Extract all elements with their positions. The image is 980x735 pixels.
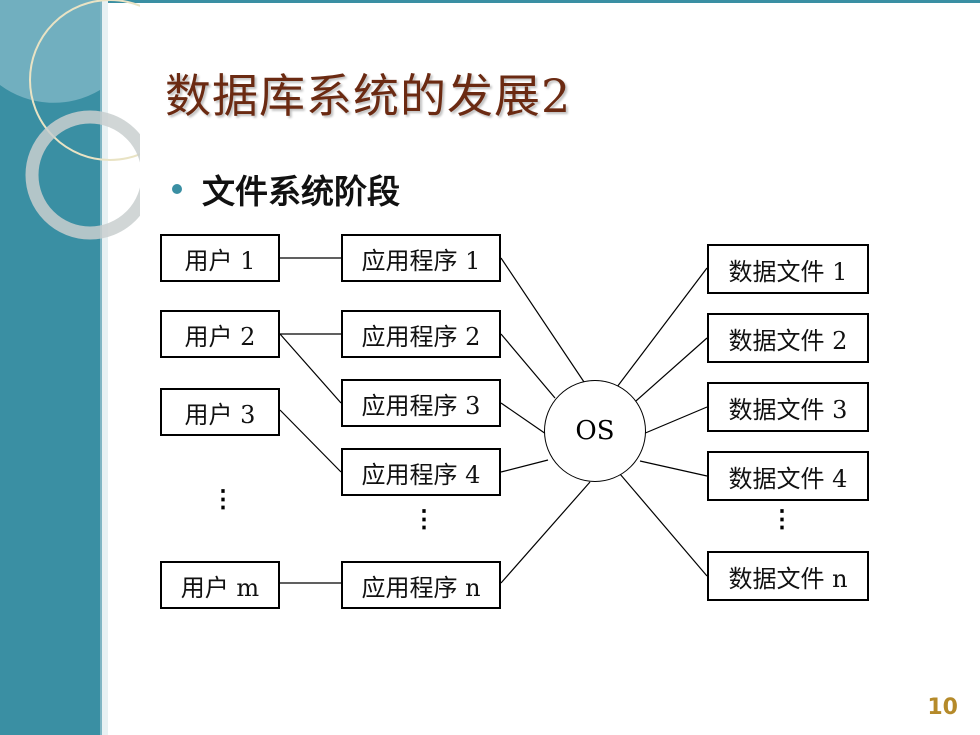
slide-title: 数据库系统的发展2 [165, 69, 572, 123]
sidebar-edge [100, 0, 108, 735]
line-app3-os [500, 402, 547, 435]
line-os-file2 [627, 337, 708, 409]
app-box-1: 应用程序 1 [341, 234, 501, 282]
app-box-3: 应用程序 3 [341, 379, 501, 427]
apps-ellipsis: ⋮ [412, 504, 436, 533]
line-user2-app3 [279, 333, 342, 404]
line-os-file4 [639, 460, 708, 477]
line-app1-os [500, 257, 585, 383]
line-os-filen [619, 473, 708, 577]
page-number: 10 [927, 695, 958, 720]
line-os-file1 [616, 267, 708, 388]
file-box-1: 数据文件 1 [707, 244, 869, 294]
bullet-text: 文件系统阶段 [202, 172, 400, 211]
users-ellipsis: ⋮ [211, 484, 235, 513]
bullet-dot-icon [172, 184, 182, 194]
user-box-1: 用户 1 [160, 234, 280, 282]
top-rule [108, 0, 980, 3]
file-box-4: 数据文件 4 [707, 451, 869, 501]
user-box-3: 用户 3 [160, 388, 280, 436]
file-box-n: 数据文件 n [707, 551, 869, 601]
file-box-2: 数据文件 2 [707, 313, 869, 363]
line-os-file3 [642, 406, 708, 435]
files-ellipsis: ⋮ [770, 504, 794, 533]
app-box-4: 应用程序 4 [341, 448, 501, 496]
user-box-m: 用户 m [160, 561, 280, 609]
user-box-2: 用户 2 [160, 310, 280, 358]
line-user3-app4 [279, 409, 342, 473]
bullet-item: 文件系统阶段 [172, 165, 400, 213]
app-box-2: 应用程序 2 [341, 310, 501, 358]
line-appn-os [500, 481, 591, 584]
decorative-circles [0, 0, 140, 240]
app-box-n: 应用程序 n [341, 561, 501, 609]
line-app4-os [500, 459, 549, 473]
os-node: OS [544, 380, 646, 482]
file-box-3: 数据文件 3 [707, 382, 869, 432]
line-app2-os [500, 333, 556, 399]
